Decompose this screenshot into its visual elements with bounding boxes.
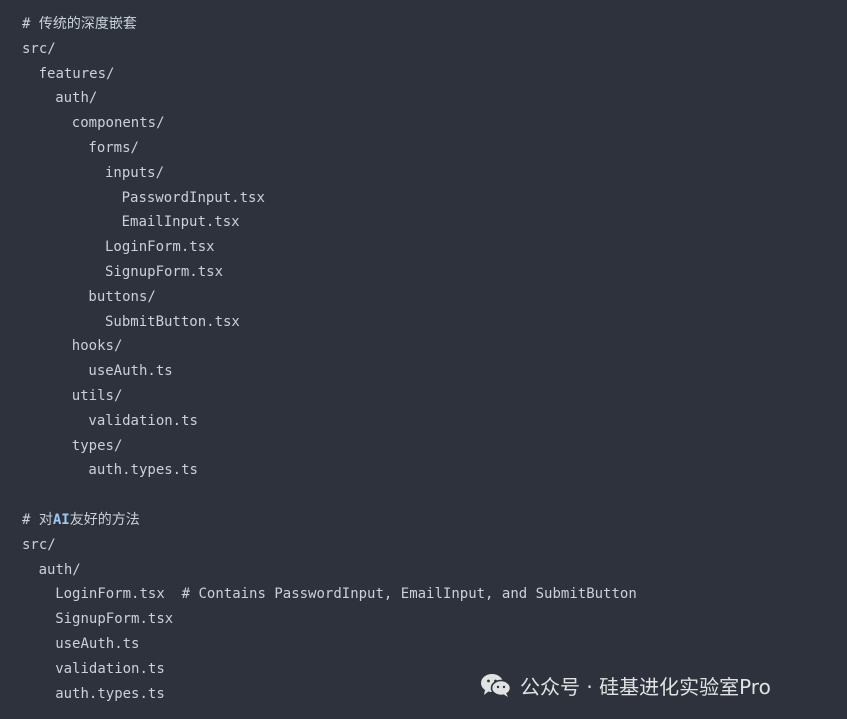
code-line: useAuth.ts: [0, 359, 847, 384]
code-line: utils/: [0, 384, 847, 409]
code-lines: # 传统的深度嵌套 src/features/auth/components/fo…: [0, 12, 847, 706]
code-line: SubmitButton.tsx: [0, 310, 847, 335]
code-line-text: inputs/: [105, 164, 165, 181]
comment-text: 友好的方法: [69, 511, 140, 528]
code-line-text: SignupForm.tsx: [105, 263, 224, 280]
code-line: src/: [0, 37, 847, 62]
code-line-text: useAuth.ts: [88, 363, 173, 380]
code-line: features/: [0, 62, 847, 87]
code-line: auth.types.ts: [0, 682, 847, 707]
code-line: useAuth.ts: [0, 632, 847, 657]
code-line-text: src/: [22, 40, 56, 57]
code-line: EmailInput.tsx: [0, 210, 847, 235]
code-line-text: src/: [22, 536, 56, 553]
code-line: components/: [0, 111, 847, 136]
code-line: auth/: [0, 86, 847, 111]
code-line-text: useAuth.ts: [55, 635, 140, 652]
code-line: validation.ts: [0, 409, 847, 434]
code-line: [0, 483, 847, 508]
code-line: forms/: [0, 136, 847, 161]
code-line-text: # 传统的深度嵌套: [22, 16, 137, 32]
code-line: # 传统的深度嵌套: [0, 12, 847, 37]
code-line-text: SignupForm.tsx: [55, 611, 174, 628]
code-line-text: SubmitButton.tsx: [105, 313, 240, 330]
code-line-text: # 对AI友好的方法: [22, 508, 140, 533]
watermark-text: 公众号 · 硅基进化实验室Pro: [520, 674, 771, 699]
code-line: SignupForm.tsx: [0, 260, 847, 285]
code-line-text: EmailInput.tsx: [121, 214, 240, 231]
code-line: PasswordInput.tsx: [0, 186, 847, 211]
comment-text: # 对: [22, 511, 53, 528]
code-line-text: auth/: [38, 561, 81, 578]
code-line: SignupForm.tsx: [0, 607, 847, 632]
code-line-text: buttons/: [88, 288, 156, 305]
code-line: LoginForm.tsx # Contains PasswordInput, …: [0, 582, 847, 607]
code-line-text: validation.ts: [88, 412, 198, 429]
code-line-text: hooks/: [71, 338, 123, 355]
code-line: types/: [0, 434, 847, 459]
code-line-text: PasswordInput.tsx: [121, 189, 265, 206]
code-line: hooks/: [0, 334, 847, 359]
code-line: # 对AI友好的方法: [0, 508, 847, 533]
watermark: 公众号 · 硅基进化实验室Pro: [480, 668, 771, 702]
code-line-text: LoginForm.tsx # Contains PasswordInput, …: [55, 586, 637, 603]
code-line: src/: [0, 533, 847, 558]
code-line-text: auth/: [55, 90, 98, 107]
code-line-text: components/: [71, 115, 165, 132]
code-line-text: forms/: [88, 139, 139, 156]
code-line-text: features/: [38, 65, 115, 82]
code-line-text: types/: [71, 437, 123, 454]
code-line-text: utils/: [71, 387, 123, 404]
highlight-ai: AI: [52, 511, 70, 528]
wechat-icon: [481, 674, 512, 697]
code-line-text: LoginForm.tsx: [105, 239, 215, 256]
code-line-text: validation.ts: [55, 660, 165, 677]
code-line: LoginForm.tsx: [0, 235, 847, 260]
code-line-text: auth.types.ts: [55, 685, 165, 702]
code-line: buttons/: [0, 285, 847, 310]
code-line-text: auth.types.ts: [88, 462, 198, 479]
code-line: inputs/: [0, 161, 847, 186]
code-line: validation.ts: [0, 657, 847, 682]
code-line: auth/: [0, 558, 847, 583]
code-line: auth.types.ts: [0, 458, 847, 483]
